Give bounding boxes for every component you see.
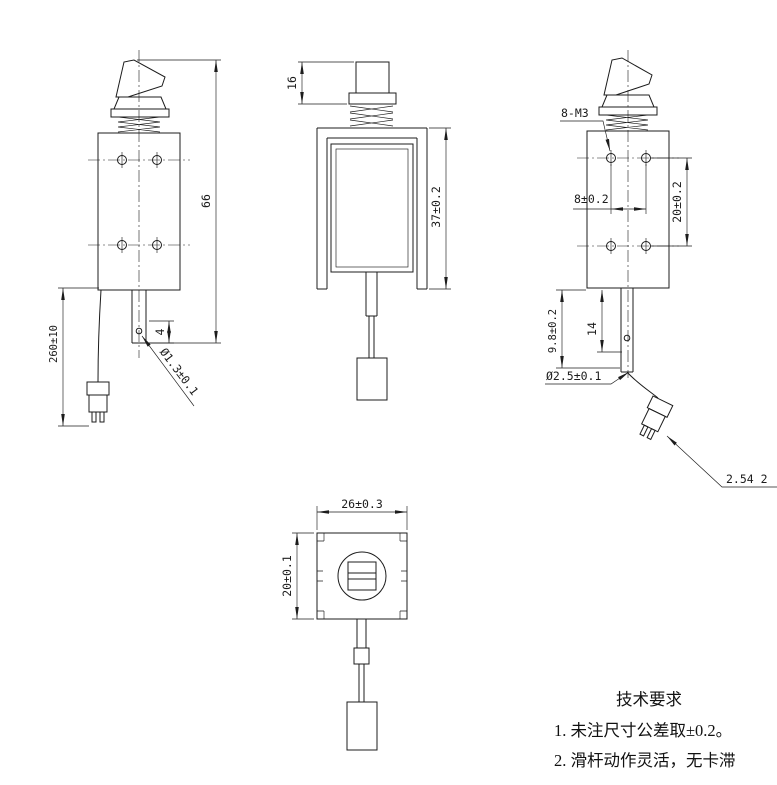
plunger-square xyxy=(347,561,377,591)
dim-overall-height: 66 xyxy=(137,59,221,344)
mounting-holes-right xyxy=(606,150,651,254)
label-thread-callout: 8-M3 xyxy=(561,106,589,120)
callout-pin-hole: Ø1.3±0.1 xyxy=(141,335,202,407)
coil-body-inner xyxy=(335,148,409,268)
mounting-holes xyxy=(117,152,162,253)
rod-pin-hole xyxy=(135,327,143,335)
dim-frame-height: 37±0.2 xyxy=(429,127,451,290)
spring-seat-plate-right xyxy=(598,106,658,116)
dim-label-stroke: 9.8±0.2 xyxy=(547,309,559,353)
rod-end-knob xyxy=(356,357,388,401)
dim-hole-pitch-v: 20±0.2 xyxy=(651,157,692,247)
label-connector-callout: 2.54 2 xyxy=(726,472,768,486)
dim-label-rod-dia: Ø2.5±0.1 xyxy=(546,369,601,383)
dim-label-overall-height: 66 xyxy=(199,194,213,208)
lead-wire xyxy=(97,289,102,383)
dim-label-wire-length: 260±10 xyxy=(48,325,60,363)
dim-stroke: 9.8±0.2 xyxy=(547,289,620,369)
dim-hole-pitch-h: 8±0.2 xyxy=(573,164,647,214)
notes-item-2: 2. 滑杆动作灵活，无卡滞 xyxy=(554,751,736,770)
rod-pin-hole-right xyxy=(623,334,631,342)
spring-front xyxy=(349,105,394,127)
dim-label-body-depth: 20±0.1 xyxy=(280,555,294,597)
connector-plug xyxy=(86,381,110,423)
plunger-head-front xyxy=(355,61,390,94)
notes-item-1: 1. 未注尺寸公差取±0.2。 xyxy=(554,721,732,740)
dim-label-frame-height: 37±0.2 xyxy=(429,186,443,228)
callout-connector: 2.54 2 xyxy=(666,435,777,488)
solenoid-body xyxy=(97,132,181,291)
rod-assembly-top xyxy=(346,619,378,751)
view-front: 16 37±0.2 xyxy=(285,61,451,401)
technical-notes: 技术要求 1. 未注尺寸公差取±0.2。 2. 滑杆动作灵活，无卡滞 xyxy=(554,690,736,770)
view-side-right: 8-M3 8±0.2 20±0.2 9.8±0.2 14 xyxy=(545,50,777,488)
push-rod-right xyxy=(620,288,634,373)
plunger-head xyxy=(115,59,166,98)
dim-hole-offset: 14 xyxy=(585,290,622,353)
connector-plug-right xyxy=(639,395,674,441)
coil-body xyxy=(330,143,414,273)
corner-notches xyxy=(317,533,407,619)
dim-label-hole-offset: 14 xyxy=(585,322,599,336)
dim-label-hole-pitch-v: 20±0.2 xyxy=(670,181,684,223)
spring-seat-plate xyxy=(110,108,170,118)
callout-thread: 8-M3 xyxy=(560,106,611,152)
view-top: 26±0.3 20±0.1 xyxy=(280,497,408,751)
plunger-bore-circle xyxy=(337,551,387,601)
body-outline-top xyxy=(316,532,408,620)
rod-end-knob-top xyxy=(346,701,378,751)
plunger-collar-front xyxy=(348,92,397,105)
dim-wire-length: 260±10 xyxy=(48,287,99,427)
dim-label-body-width: 26±0.3 xyxy=(341,497,383,511)
dim-head-height: 16 xyxy=(285,61,354,105)
notes-title: 技术要求 xyxy=(616,690,682,709)
callout-rod-dia: Ø2.5±0.1 xyxy=(545,369,630,385)
dim-label-hole-pitch-h: 8±0.2 xyxy=(574,192,609,206)
lead-wire-right xyxy=(626,371,659,399)
dim-rod-tip: 4 xyxy=(149,320,174,344)
spring-right xyxy=(605,114,649,131)
frame-bracket xyxy=(316,127,428,290)
dim-body-width: 26±0.3 xyxy=(316,497,408,530)
push-rod-front xyxy=(365,272,378,358)
view-side-left: 66 260±10 4 Ø1.3±0.1 xyxy=(48,50,221,427)
dim-label-head-height: 16 xyxy=(285,76,299,90)
solenoid-body-right xyxy=(586,130,670,289)
dim-label-rod-tip: 4 xyxy=(153,328,167,335)
dim-body-depth: 20±0.1 xyxy=(280,532,314,620)
plunger-collar xyxy=(113,96,167,110)
dim-label-pin-hole-dia: Ø1.3±0.1 xyxy=(157,345,202,398)
spring xyxy=(117,116,161,133)
